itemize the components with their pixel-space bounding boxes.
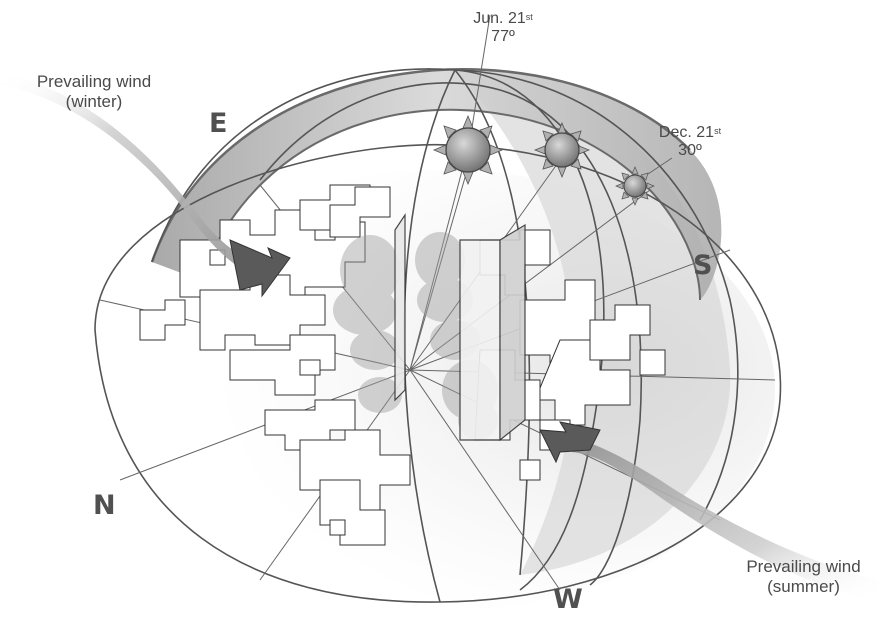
wind-arrow-summer xyxy=(539,421,601,464)
sun-december-angle: 30º xyxy=(678,142,702,159)
wind-arrow-winter xyxy=(229,239,291,298)
compass-east: E xyxy=(209,108,228,139)
meridian-1 xyxy=(151,68,605,591)
compass-south: S xyxy=(693,250,713,281)
sun-june-date: Jun. 21 xyxy=(473,10,526,27)
sun-december-suffix: st xyxy=(714,126,722,136)
wind-summer-label: Prevailing wind (summer) xyxy=(730,557,877,597)
wind-stream-summer xyxy=(539,421,877,600)
sun-june-angle: 77º xyxy=(491,28,515,45)
sun-june-label: Jun. 21st 77º xyxy=(458,10,548,46)
sun-december-icon xyxy=(615,166,655,206)
compass-west: W xyxy=(553,584,583,615)
wind-summer-label-line1: Prevailing wind xyxy=(746,557,861,576)
wind-winter-label: Prevailing wind (winter) xyxy=(14,72,174,112)
meridian-3 xyxy=(454,69,739,521)
wind-winter-label-line2: (winter) xyxy=(65,92,123,111)
sun-path-band xyxy=(150,68,722,301)
sun-december-label: Dec. 21st 30º xyxy=(645,124,735,160)
meridian-2 xyxy=(259,82,643,586)
sun-june-suffix: st xyxy=(525,12,533,22)
wind-winter-label-line1: Prevailing wind xyxy=(36,72,152,91)
dome-horizon xyxy=(94,143,782,603)
compass-north: N xyxy=(93,490,116,521)
sun-december-leader xyxy=(647,157,673,175)
sun-december-date: Dec. 21 xyxy=(658,124,715,141)
wind-summer-label-line2: (summer) xyxy=(767,577,840,596)
sun-midseason-icon xyxy=(533,121,591,179)
sun-june-icon xyxy=(432,114,504,186)
wind-stream-winter xyxy=(0,72,291,298)
central-tower xyxy=(394,213,526,442)
